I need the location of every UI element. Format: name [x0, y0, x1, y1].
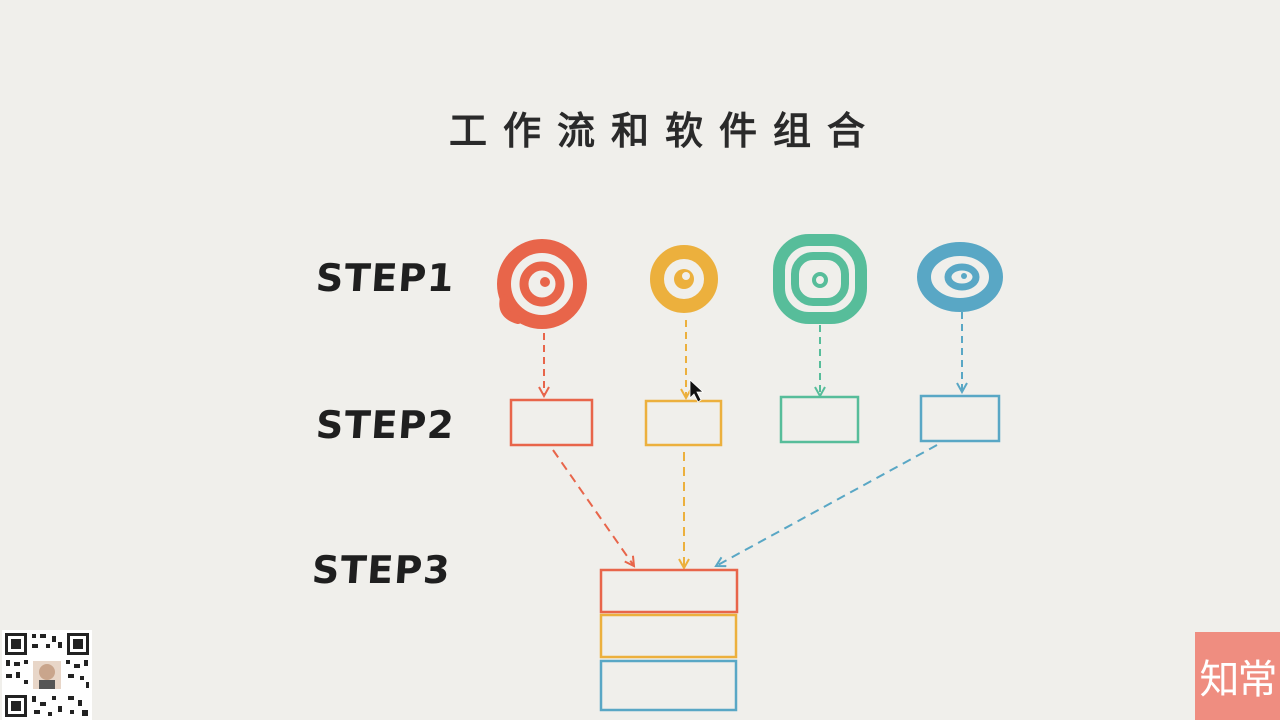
- stack-box-red: [599, 568, 739, 614]
- red-spiral-icon: [497, 239, 587, 329]
- yellow-step2-box: [644, 399, 723, 447]
- blue-spiral-icon: [917, 242, 1003, 312]
- red-step2-box: [509, 398, 594, 447]
- yellow-spiral-icon: [650, 245, 718, 313]
- mouse-pointer-icon: [689, 379, 705, 403]
- stack-box-blue: [599, 659, 738, 712]
- brand-badge: 知常: [1195, 632, 1280, 720]
- brand-label: 知常: [1199, 657, 1278, 703]
- qr-code-icon: [2, 630, 92, 720]
- green-spiral-icon: [773, 234, 867, 324]
- slide-title: 工作流和软件组合: [448, 108, 881, 153]
- blue-step2-box: [919, 394, 1001, 443]
- red-arrow-2: [552, 449, 634, 566]
- green-step2-box: [779, 395, 860, 444]
- stack-box-yellow: [599, 613, 738, 659]
- blue-arrow-2: [716, 444, 938, 566]
